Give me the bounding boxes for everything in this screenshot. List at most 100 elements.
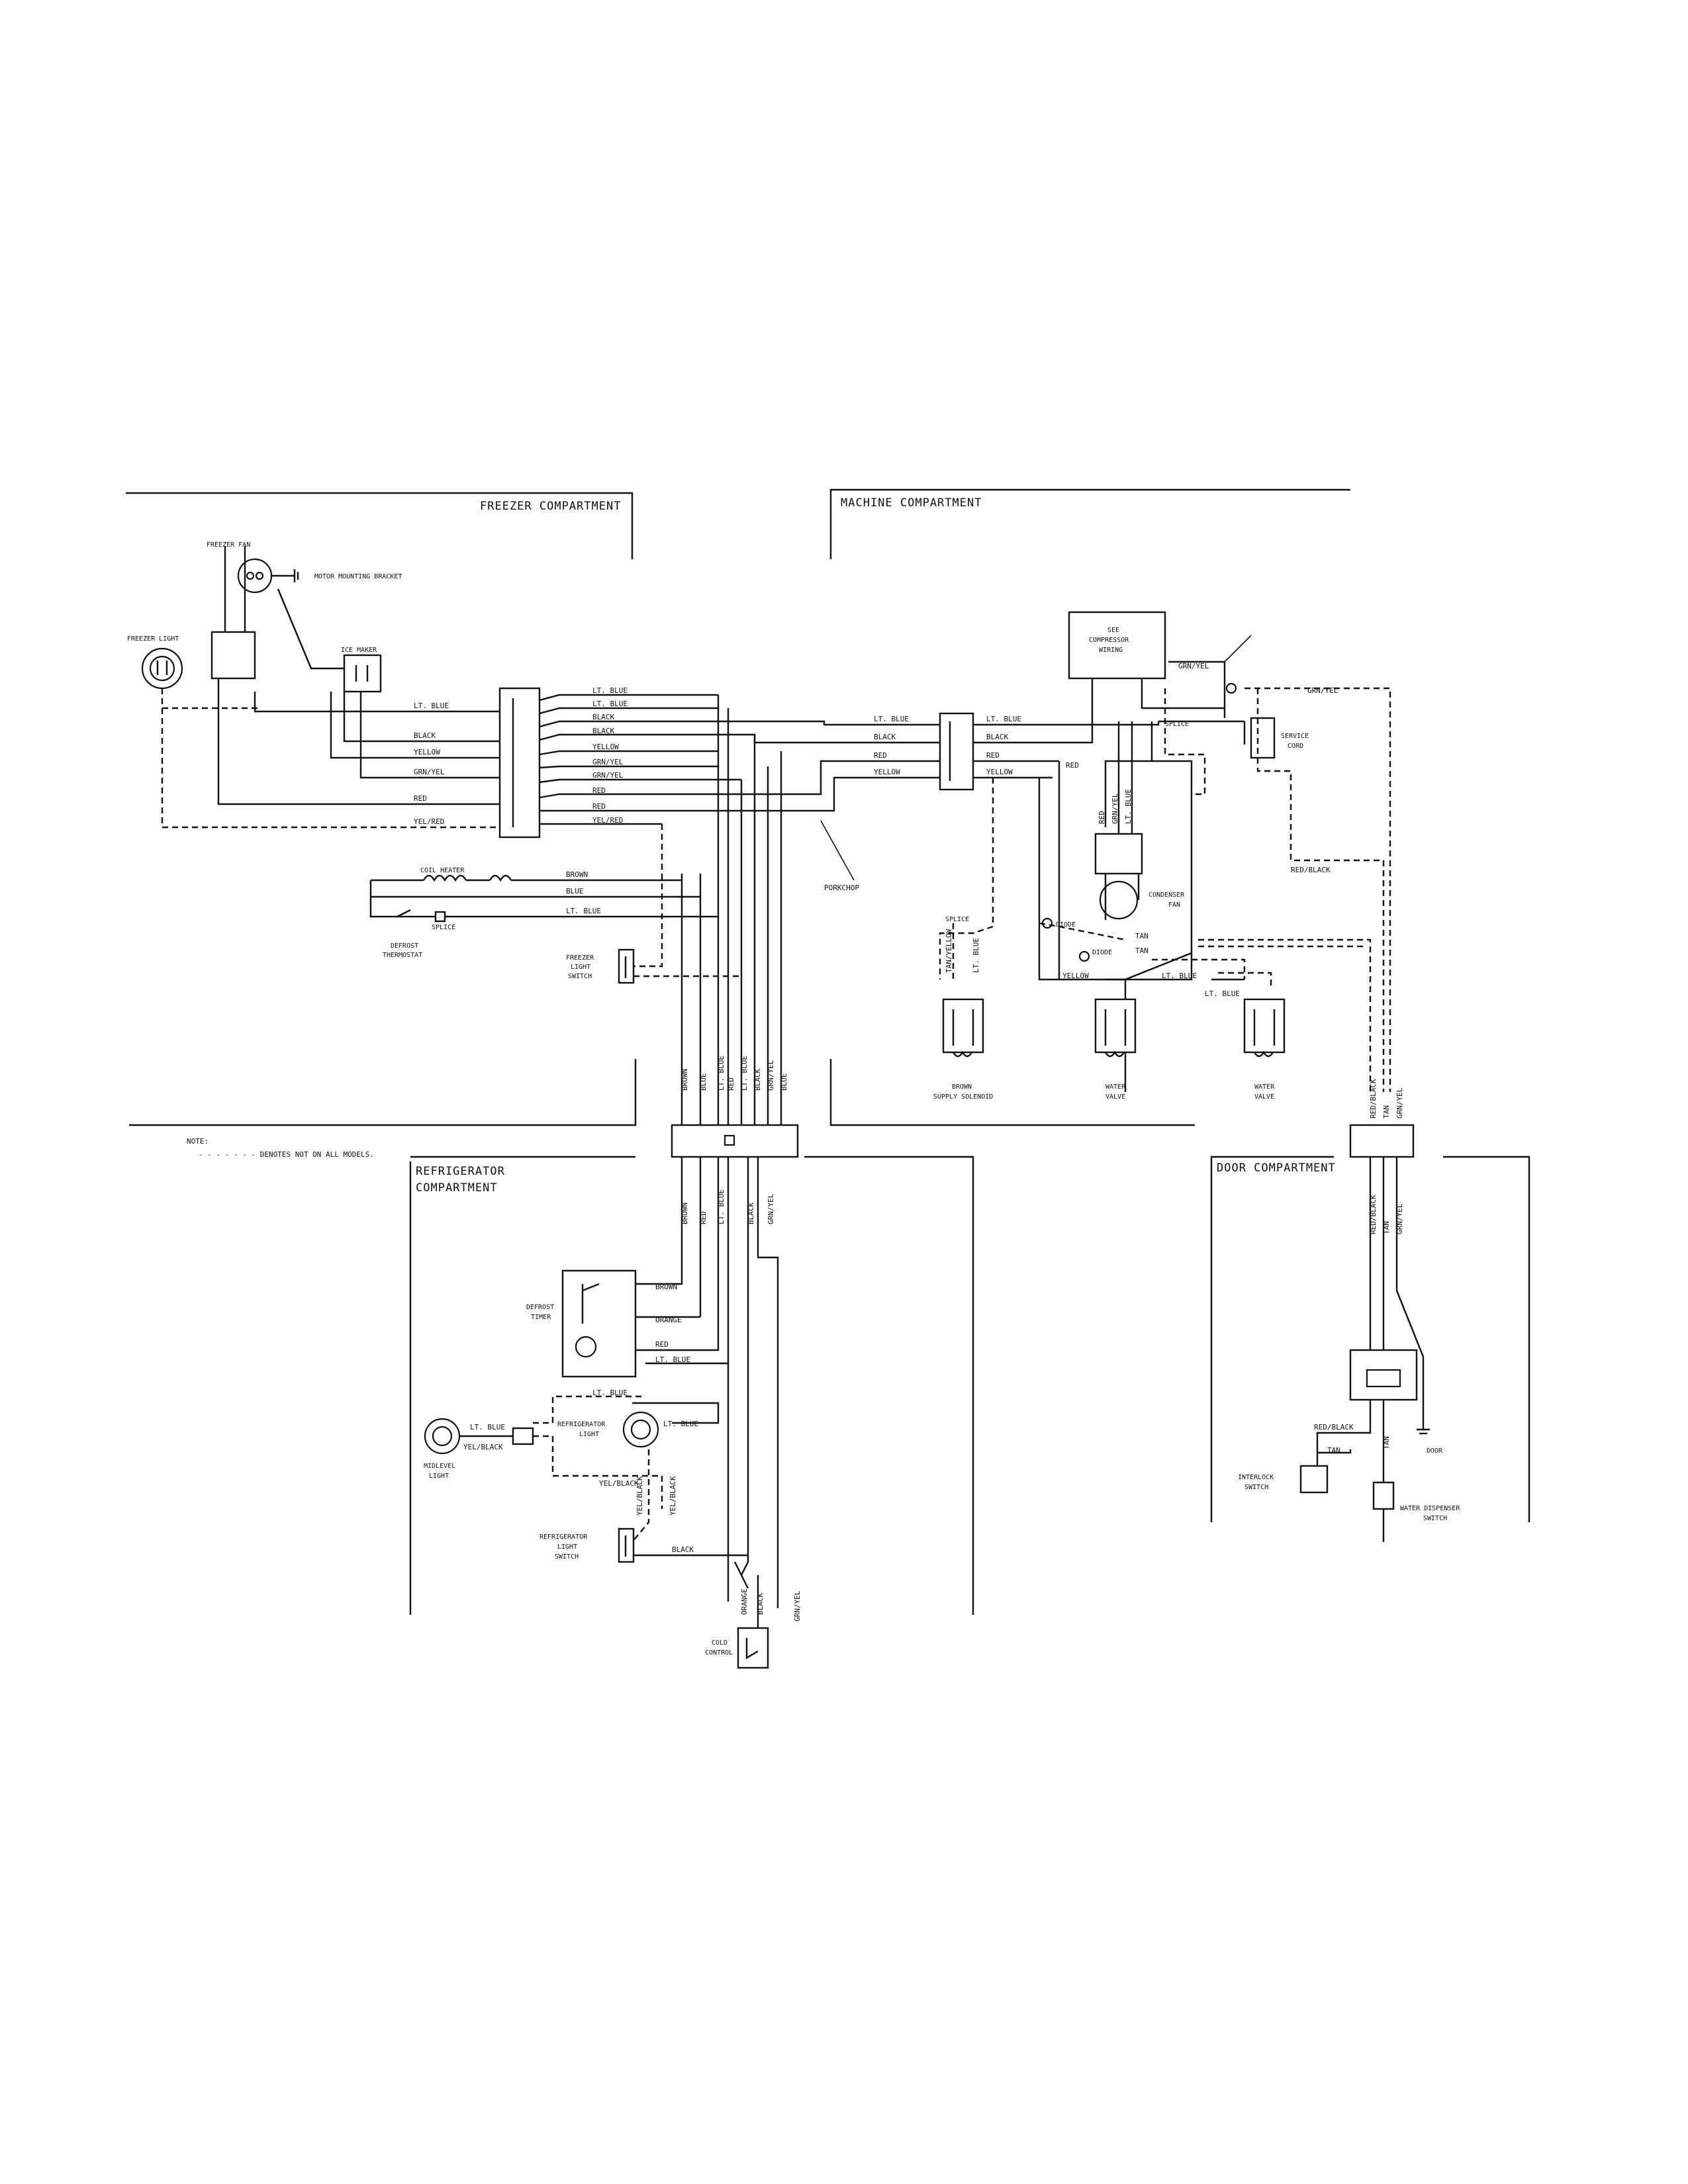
midlevel-light-label-2: LIGHT: [429, 1473, 449, 1480]
freezer-light-label: FREEZER LIGHT: [127, 635, 179, 643]
wire-label-blue-2: BLUE: [699, 1073, 708, 1091]
wire-label-blue-1: BLUE: [566, 887, 584, 895]
supply-solenoid-label-1: BROWN: [952, 1083, 972, 1091]
vertical-trunk: [626, 695, 855, 1125]
wire-label-black-5: BLACK: [874, 733, 896, 741]
freezer-fan-label: FREEZER FAN: [207, 541, 250, 549]
wire-label-orange-1: ORANGE: [655, 1316, 682, 1324]
defrost-timer: [561, 1269, 637, 1378]
wire-label-black-8: BLACK: [672, 1545, 694, 1554]
wire-label-red-10: RED: [655, 1340, 669, 1349]
freezer-compartment-title: FREEZER COMPARTMENT: [480, 500, 621, 513]
cold-control-label-2: CONTROL: [705, 1649, 733, 1657]
water-dispenser-switch-label-2: SWITCH: [1423, 1515, 1447, 1522]
wire-label-yel-red-2: YEL/RED: [592, 816, 623, 825]
refrigerator-light-label-2: LIGHT: [579, 1431, 599, 1438]
freezer-light-switch-label-2: LIGHT: [571, 964, 590, 971]
wire-label-yel-black-2: YEL/BLACK: [599, 1479, 639, 1488]
wire-label-lt-blue-12: LT. BLUE: [972, 938, 980, 973]
wire-label-red-4: RED: [727, 1077, 735, 1091]
splice-label-1: SPLICE: [432, 924, 455, 931]
wire-label-red-black-2: RED/BLACK: [1369, 1195, 1378, 1234]
refrigerator-light-switch: [618, 1527, 635, 1563]
wire-label-lt-blue-2: LT. BLUE: [592, 686, 628, 695]
wire-label-brown-4: BROWN: [655, 1283, 677, 1291]
wire-label-black-1: BLACK: [414, 731, 436, 740]
wire-label-grn-yel-8: GRN/YEL: [767, 1193, 775, 1224]
wire-label-yellow-2: YELLOW: [592, 743, 619, 751]
wire-label-lt-blue-16: LT. BLUE: [592, 1388, 628, 1397]
water-dispenser-switch-label-1: WATER DISPENSER: [1400, 1505, 1460, 1512]
cold-control: [737, 1627, 769, 1669]
wire-label-lt-blue-3: LT. BLUE: [592, 700, 628, 708]
defrost-timer-label-2: TIMER: [531, 1314, 551, 1321]
wire-label-red-black-1: RED/BLACK: [1291, 866, 1331, 874]
coil-heater-label: COIL HEATER: [420, 867, 465, 874]
interlock-switch-label-1: INTERLOCK: [1238, 1474, 1274, 1481]
wire-label-lt-blue-9: LT. BLUE: [1124, 789, 1133, 824]
compressor-label-2: COMPRESSOR: [1089, 637, 1129, 644]
wire-label-brown-3: BROWN: [680, 1203, 689, 1224]
splice-label-3: SPLICE: [945, 916, 969, 923]
midlevel-light: [424, 1418, 534, 1455]
wire-label-yel-black-3: YEL/BLACK: [635, 1476, 644, 1516]
defrost-timer-label-1: DEFROST: [526, 1304, 554, 1311]
water-valve-2-label-1: WATER: [1254, 1083, 1275, 1091]
ice-maker-label: ICE MAKER: [341, 647, 377, 654]
wire-label-yellow-3: YELLOW: [874, 768, 900, 776]
wire-label-lt-blue-10: LT. BLUE: [1162, 972, 1197, 980]
door-wires: [1299, 1157, 1430, 1542]
wire-label-red-3: RED: [592, 802, 606, 811]
wire-label-lt-blue-14: LT. BLUE: [655, 1355, 690, 1364]
wire-label-lt-blue-8: LT. BLUE: [986, 715, 1021, 723]
water-valve-1-label-2: VALVE: [1105, 1093, 1125, 1101]
wire-label-tan-5: TAN: [1327, 1446, 1340, 1455]
service-cord-label-2: CORD: [1288, 743, 1303, 750]
wire-label-brown-2: BROWN: [680, 1069, 689, 1091]
refrigerator-light-switch-label-3: SWITCH: [555, 1553, 579, 1561]
wire-label-tan-yellow: TAN/YELLOW: [945, 929, 953, 973]
midlevel-light-label-1: MIDLEVEL: [424, 1463, 455, 1470]
diode-label-1: DIODE: [1056, 921, 1076, 929]
wire-label-grn-yel-2: GRN/YEL: [592, 758, 624, 766]
trunk-labels: BROWN BLUE LT. BLUE RED LT. BLUE BLACK G…: [680, 1056, 788, 1091]
service-cord-label-1: SERVICE: [1281, 733, 1309, 740]
wire-label-lt-blue-6: LT. BLUE: [740, 1056, 749, 1091]
wire-label-red-1: RED: [414, 794, 427, 803]
wire-label-grn-yel-10: GRN/YEL: [1395, 1203, 1404, 1234]
supply-solenoid: [942, 998, 984, 1058]
wire-label-yel-red-1: YEL/RED: [414, 817, 444, 826]
motor-bracket-label: MOTOR MOUNTING BRACKET: [314, 573, 402, 580]
freezer-light-switch-label-1: FREEZER: [566, 954, 594, 962]
wire-label-lt-blue-4: LT. BLUE: [566, 907, 601, 915]
wire-label-black-9: BLACK: [756, 1593, 765, 1615]
door-compartment-title: DOOR COMPARTMENT: [1217, 1161, 1336, 1175]
section-frames: [126, 488, 1530, 1615]
freezer-fan: [211, 546, 348, 680]
wire-label-tan-3: TAN: [1382, 1221, 1391, 1234]
refrigerator-wires: [626, 1157, 779, 1628]
wire-label-yellow-5: YELLOW: [1062, 972, 1089, 980]
refrigerator-light-switch-label-1: REFRIGERATOR: [539, 1533, 588, 1541]
diode-label-2: DIODE: [1092, 949, 1112, 956]
ice-maker: [343, 654, 382, 693]
interlock-switch-label-2: SWITCH: [1244, 1484, 1268, 1491]
wire-label-black-7: BLACK: [747, 1203, 755, 1224]
wire-label-red-5: RED: [874, 751, 887, 760]
refrigerator-light-switch-label-2: LIGHT: [557, 1543, 577, 1551]
wire-label-yel-black-4: YEL/BLACK: [669, 1476, 677, 1516]
water-valve-1-label-1: WATER: [1105, 1083, 1126, 1091]
wire-label-grn-yel-5: GRN/YEL: [1178, 662, 1209, 670]
cold-control-label-1: COLD: [712, 1639, 727, 1647]
wire-label-grn-yel-6: GRN/YEL: [1307, 686, 1338, 695]
refrigerator-light-label-1: REFRIGERATOR: [557, 1421, 606, 1428]
wire-label-lt-blue-13: LT. BLUE: [717, 1189, 726, 1224]
wire-label-grn-yel-4: GRN/YEL: [767, 1060, 775, 1091]
door-label: DOOR: [1427, 1447, 1443, 1455]
wire-label-black-3: BLACK: [592, 727, 614, 735]
machine-harness-connector: [939, 712, 974, 791]
wire-label-tan-6: TAN: [1382, 1436, 1391, 1449]
wire-label-grn-yel-3: GRN/YEL: [592, 771, 624, 780]
supply-solenoid-label-2: SUPPLY SOLENOID: [933, 1093, 993, 1101]
